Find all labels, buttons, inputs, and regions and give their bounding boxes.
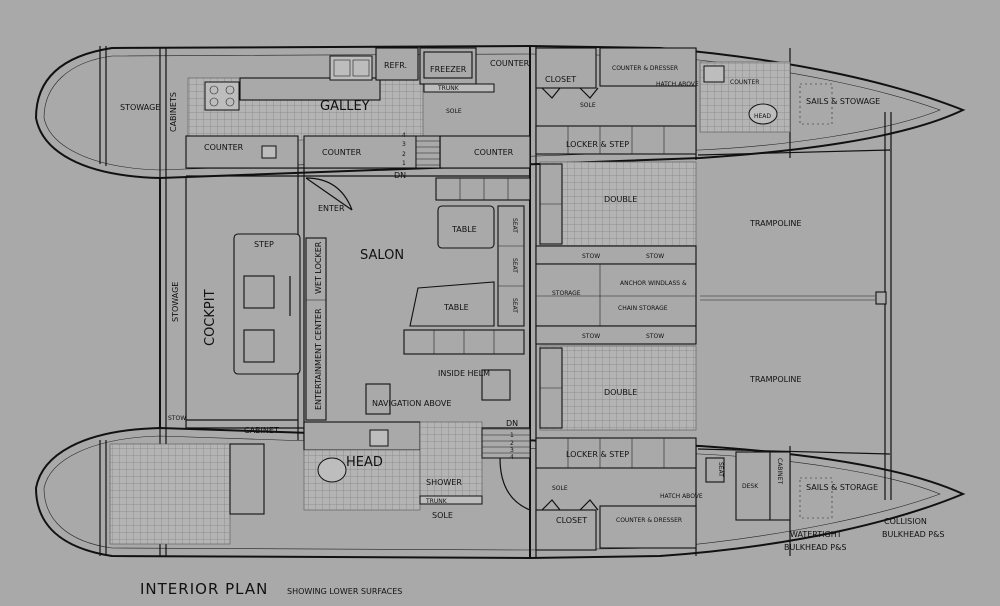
- label-sole-fwd-top: SOLE: [580, 102, 596, 109]
- label-seat-bottom: SEAT: [717, 462, 724, 477]
- label-stowage-cockpit: STOWAGE: [171, 282, 180, 322]
- label-counter-top-right: COUNTER: [490, 59, 530, 68]
- label-entertainment-center: ENTERTAINMENT CENTER: [314, 308, 323, 410]
- label-head-top: HEAD: [754, 113, 771, 120]
- label-sails-storage-bottom: SAILS & STORAGE: [806, 483, 878, 492]
- label-step-4-top: 4: [402, 132, 406, 139]
- label-cabinet-vert: CABINET: [776, 458, 783, 484]
- label-seat-3: SEAT: [511, 298, 518, 313]
- label-counter-head-top: COUNTER: [730, 79, 759, 86]
- label-step-3-top: 3: [402, 141, 406, 148]
- label-stow-3: STOW: [582, 333, 600, 340]
- galley-area: [185, 47, 531, 169]
- label-shower: SHOWER: [426, 478, 462, 487]
- salon-area: [305, 177, 531, 421]
- label-counter-mid: COUNTER: [322, 148, 362, 157]
- label-double-top: DOUBLE: [604, 195, 637, 204]
- label-chain-storage: CHAIN STORAGE: [618, 305, 668, 312]
- label-step-2-bot: 2: [510, 440, 514, 447]
- label-table-2: TABLE: [443, 303, 469, 312]
- label-watertight-1: WATERTIGHT: [790, 530, 842, 539]
- label-stowage-top: STOWAGE: [120, 103, 160, 112]
- label-step-3-bot: 3: [510, 447, 514, 454]
- label-anchor-windlass: ANCHOR WINDLASS &: [620, 280, 687, 287]
- label-collision-2: BULKHEAD P&S: [882, 530, 944, 539]
- plan-labels: STOWAGE CABINETS GALLEY REFR. FREEZER CO…: [120, 59, 944, 552]
- label-step-1-bot: 1: [510, 432, 514, 439]
- plan-title-sub: SHOWING LOWER SURFACES: [287, 587, 402, 596]
- label-enter: ENTER: [318, 204, 345, 213]
- label-step-1-top: 1: [402, 160, 406, 167]
- label-trampoline-bottom: TRAMPOLINE: [749, 375, 801, 384]
- label-inside-helm: INSIDE HELM: [438, 369, 490, 378]
- label-wet-locker: WET LOCKER: [314, 241, 323, 294]
- label-watertight-2: BULKHEAD P&S: [784, 543, 846, 552]
- label-counter-dresser-top: COUNTER & DRESSER: [612, 65, 678, 72]
- label-trampoline-top: TRAMPOLINE: [749, 219, 801, 228]
- label-table-1: TABLE: [451, 225, 477, 234]
- label-cabinet-bottom: CABINET: [244, 426, 279, 435]
- label-stow-4: STOW: [646, 333, 664, 340]
- label-sole-top: SOLE: [446, 108, 462, 115]
- label-stow-1: STOW: [582, 253, 600, 260]
- cockpit-area: [233, 233, 301, 375]
- label-counter-right: COUNTER: [474, 148, 514, 157]
- label-collision-1: COLLISION: [884, 517, 927, 526]
- label-closet-bottom: CLOSET: [556, 516, 587, 525]
- label-seat-2: SEAT: [511, 258, 518, 273]
- label-closet-top: CLOSET: [545, 75, 576, 84]
- label-step-4-bot: 4: [510, 454, 514, 461]
- label-navigation-above: NAVIGATION ABOVE: [372, 399, 451, 408]
- forward-port-cabin: [535, 47, 833, 519]
- label-storage-mid: STORAGE: [552, 290, 581, 297]
- label-stow-small: STOW: [168, 415, 186, 422]
- label-galley: GALLEY: [320, 99, 370, 114]
- label-sole-bottom: SOLE: [432, 511, 453, 520]
- label-locker-step-bottom: LOCKER & STEP: [566, 450, 629, 459]
- bottom-head-area: [109, 421, 791, 551]
- plan-title: INTERIOR PLAN SHOWING LOWER SURFACES: [140, 580, 402, 598]
- label-locker-step-top: LOCKER & STEP: [566, 140, 629, 149]
- label-dn-bottom: DN: [506, 419, 518, 428]
- label-stow-2: STOW: [646, 253, 664, 260]
- label-sails-stowage-top: SAILS & STOWAGE: [806, 97, 880, 106]
- label-trunk-bottom: TRUNK: [425, 498, 448, 505]
- label-counter-left: COUNTER: [204, 143, 244, 152]
- label-step-2-top: 2: [402, 151, 406, 158]
- label-seat-1: SEAT: [511, 218, 518, 233]
- label-hatch-above-top: HATCH ABOVE: [656, 81, 699, 88]
- label-trunk-top: TRUNK: [437, 85, 460, 92]
- label-head-bottom: HEAD: [346, 455, 383, 470]
- label-desk: DESK: [742, 483, 759, 490]
- plan-title-main: INTERIOR PLAN: [140, 580, 268, 598]
- label-step-cockpit: STEP: [254, 240, 274, 249]
- label-freezer: FREEZER: [430, 65, 467, 74]
- label-refr: REFR.: [384, 61, 407, 70]
- label-cockpit: COCKPIT: [203, 289, 218, 346]
- label-double-bottom: DOUBLE: [604, 388, 637, 397]
- label-sole-fwd-bottom: SOLE: [552, 485, 568, 492]
- label-dn-top: DN: [394, 171, 406, 180]
- label-counter-dresser-bottom: COUNTER & DRESSER: [616, 517, 682, 524]
- label-cabinets: CABINETS: [169, 92, 178, 132]
- label-salon: SALON: [360, 248, 404, 263]
- label-hatch-above-bottom: HATCH ABOVE: [660, 493, 703, 500]
